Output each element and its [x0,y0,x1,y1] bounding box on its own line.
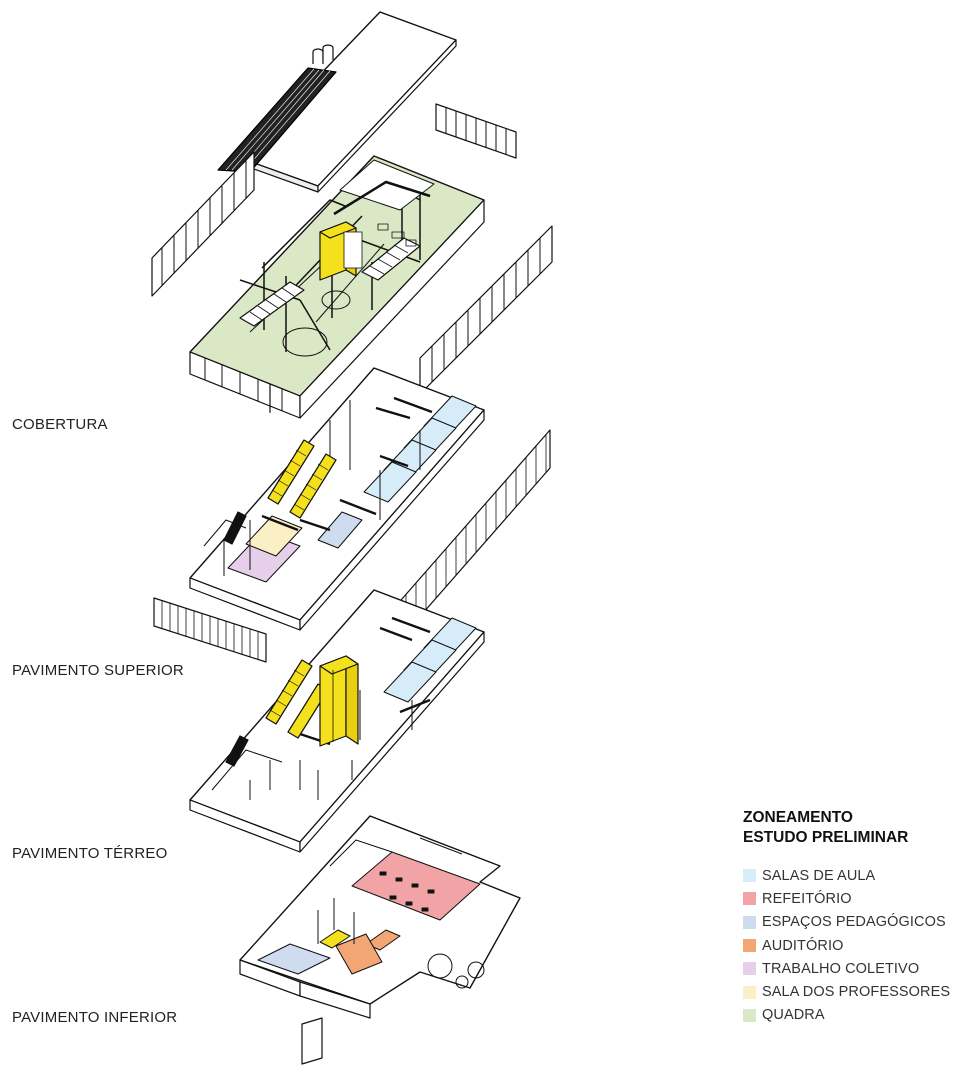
legend-item-salas-de-aula: SALAS DE AULA [743,864,958,887]
legend-swatch [743,892,756,906]
facade-panel [151,151,255,297]
floor-terreo [189,589,485,853]
legend-label: TRABALHO COLETIVO [762,960,920,977]
legend-label: AUDITÓRIO [762,937,844,954]
salas-de-aula-superior [363,395,477,503]
facade-panel [153,597,267,663]
salas-de-aula-terreo [383,617,477,703]
circulation-core-terreo [319,655,359,747]
legend-label: SALAS DE AULA [762,867,876,884]
legend-list: SALAS DE AULA REFEITÓRIO ESPAÇOS PEDAGÓG… [743,864,958,1027]
floor-label-terreo: PAVIMENTO TÉRREO [12,845,168,862]
facade-panel [435,103,517,159]
floor-cobertura [189,155,485,419]
legend-item-trabalho-coletivo: TRABALHO COLETIVO [743,957,958,980]
roof-tanks [312,44,334,64]
refeitorio [351,851,481,921]
floor-label-cobertura: COBERTURA [12,416,108,433]
furniture-cobertura [377,223,417,247]
floor-inferior [239,815,521,1065]
floor-label-superior: PAVIMENTO SUPERIOR [12,662,184,679]
stair-superior [267,439,337,519]
floor-label-inferior: PAVIMENTO INFERIOR [12,1009,178,1026]
lounge-circles [427,953,485,989]
legend-swatch [743,962,756,976]
ramp [301,1017,323,1065]
legend-label: SALA DOS PROFESSORES [762,984,951,1001]
facade-panel [419,225,553,395]
circulation-core-cobertura [319,221,363,281]
legend-label: ESPAÇOS PEDAGÓGICOS [762,914,946,931]
legend-subtitle: ESTUDO PRELIMINAR [743,829,909,846]
legend-item-sala-dos-professores: SALA DOS PROFESSORES [743,980,958,1003]
legend-swatch [743,1008,756,1022]
legend-swatch [743,939,756,953]
legend-swatch [743,869,756,883]
legend: ZONEAMENTO ESTUDO PRELIMINAR SALAS DE AU… [743,808,958,1027]
stair-terreo [265,659,329,739]
legend-item-quadra: QUADRA [743,1004,958,1027]
legend-label: QUADRA [762,1007,825,1024]
legend-item-auditorio: AUDITÓRIO [743,934,958,957]
legend-title: ZONEAMENTO [743,809,853,826]
auditorio [335,929,401,975]
legend-swatch [743,915,756,929]
legend-swatch [743,985,756,999]
floor-superior [189,367,485,631]
legend-label: REFEITÓRIO [762,890,852,907]
roof-slab [217,11,457,193]
legend-item-espacos-pedagogicos: ESPAÇOS PEDAGÓGICOS [743,911,958,934]
legend-item-refeitorio: REFEITÓRIO [743,887,958,910]
stair-cobertura [239,237,421,327]
